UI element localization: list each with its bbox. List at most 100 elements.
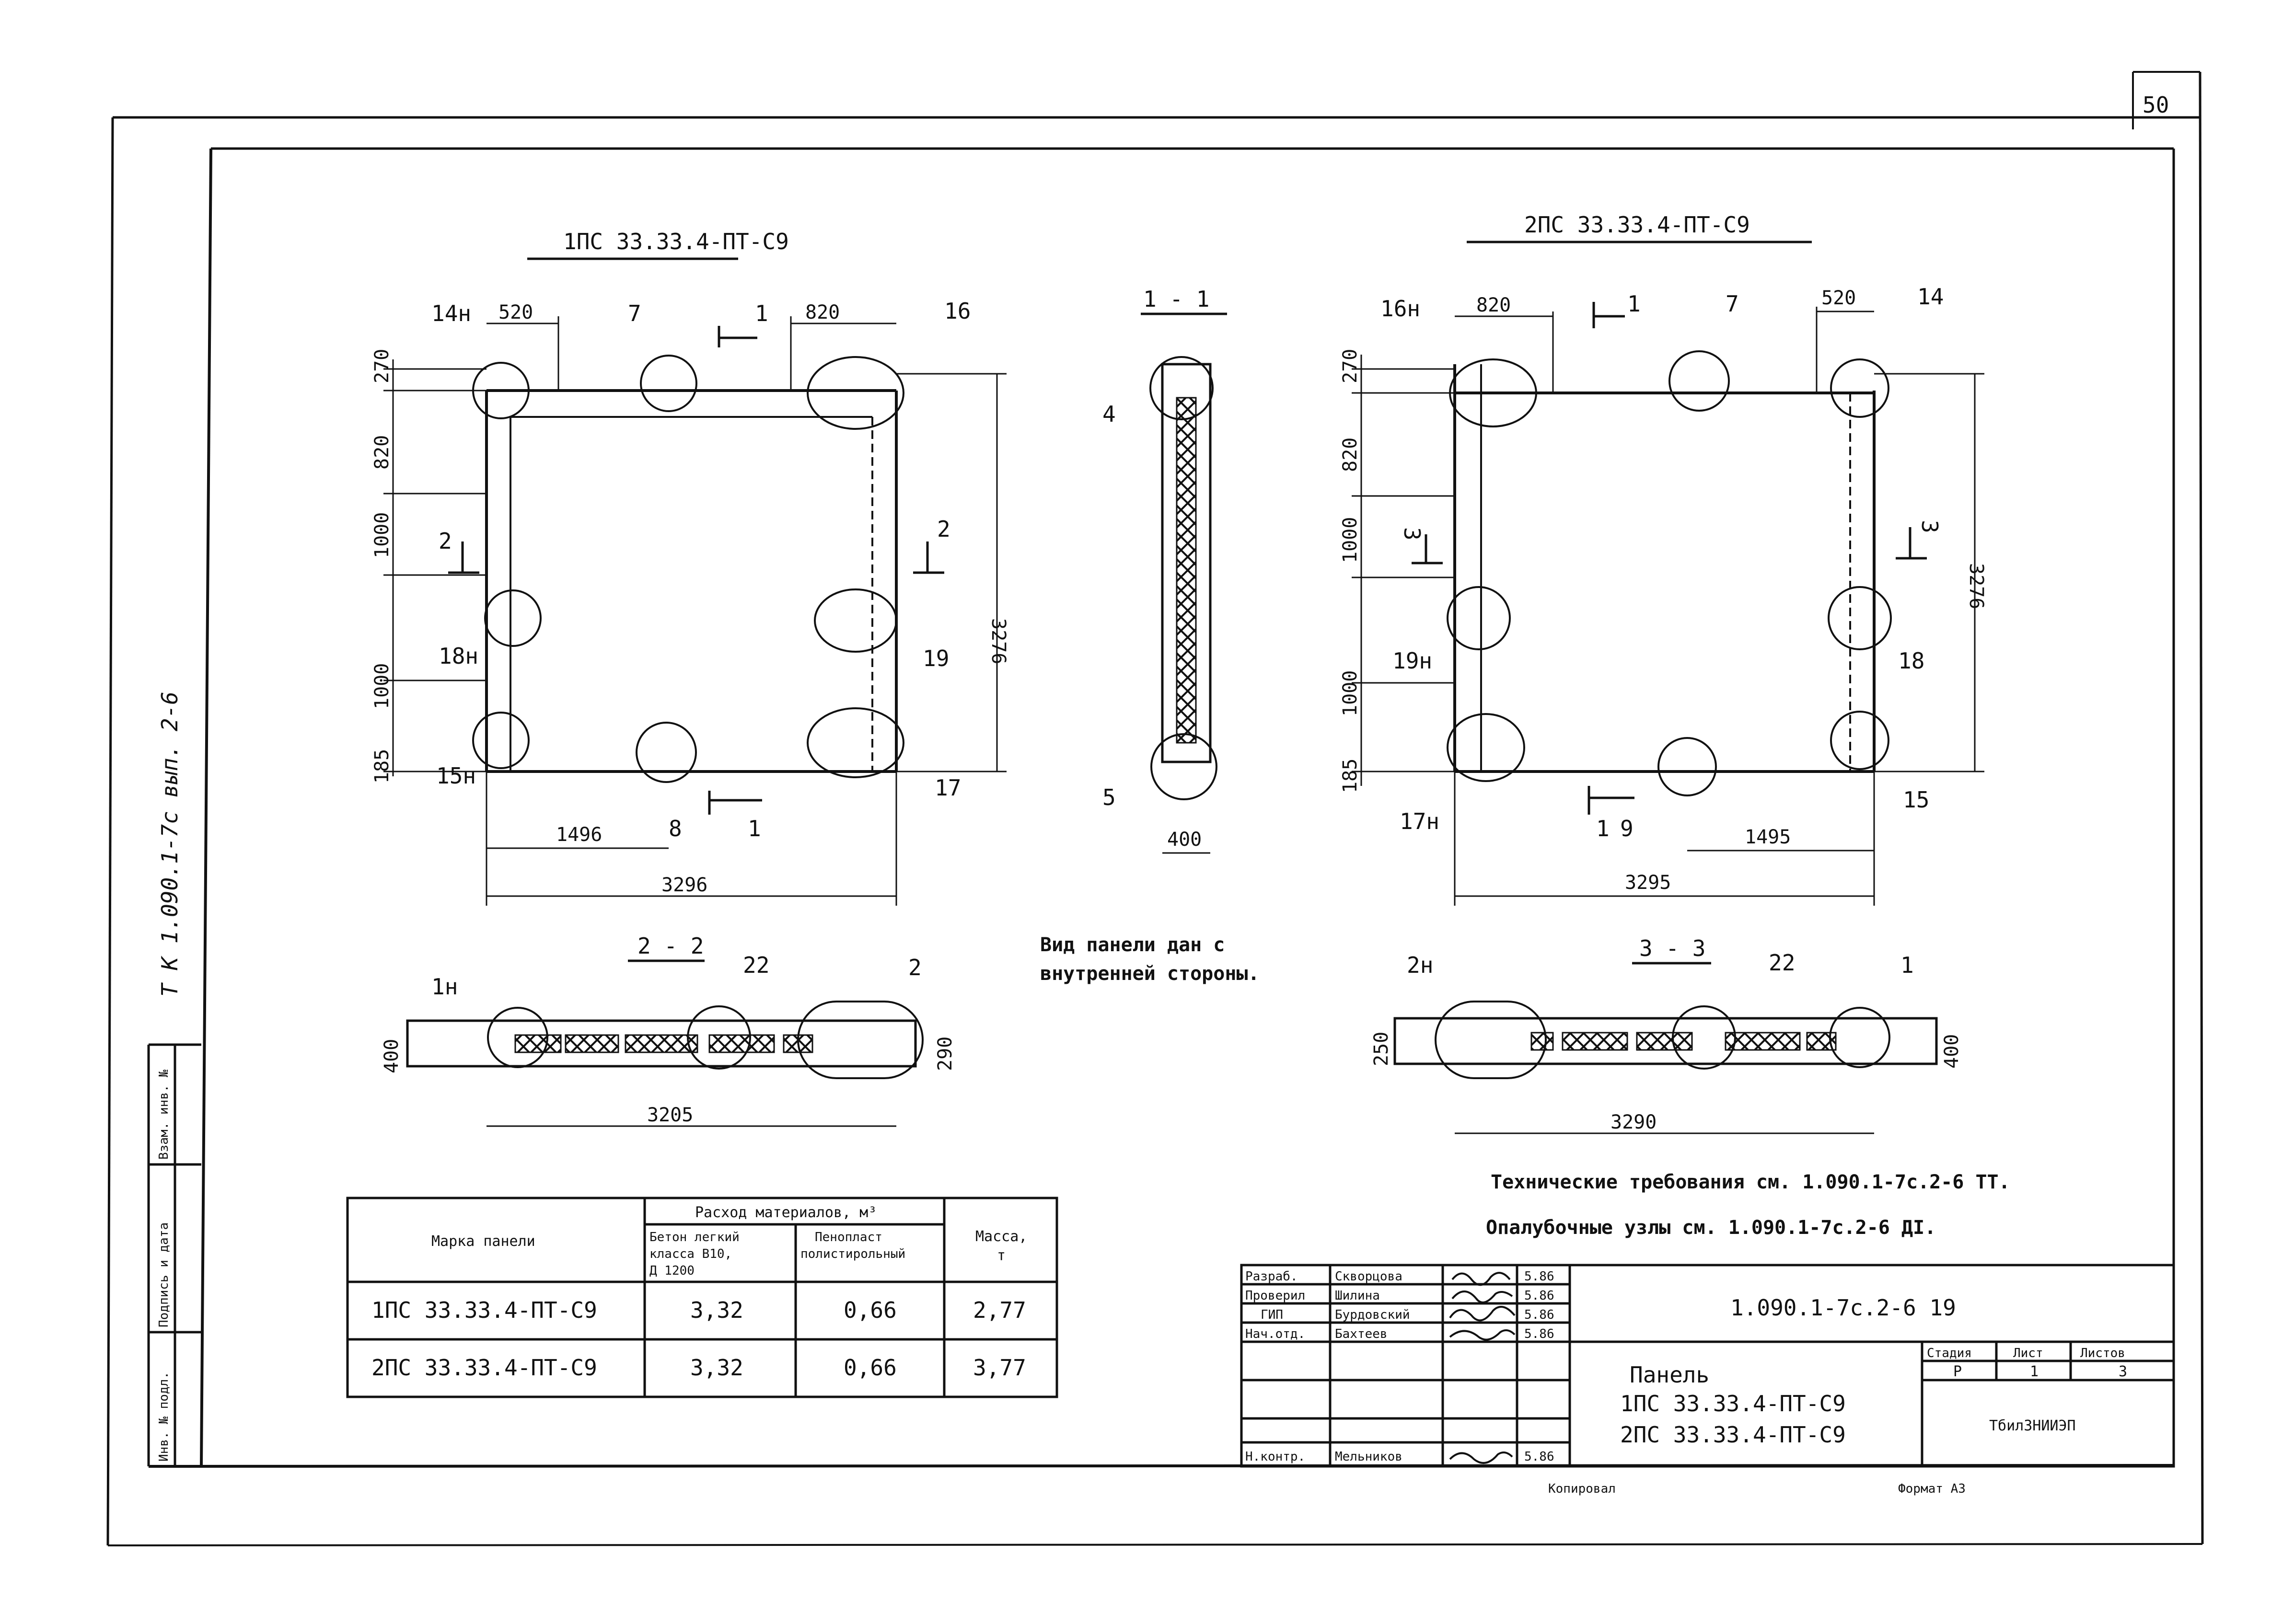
view-left-dim-left-0: 270	[371, 349, 393, 383]
view-left-section-arrows	[448, 326, 944, 815]
view-right-dim-bottom-0: 1495	[1745, 826, 1791, 848]
table-row: 2ПС 33.33.4-ПТ-С9 3,32 0,66 3,77	[371, 1355, 1026, 1381]
view-right-dim-top-1: 520	[1821, 287, 1856, 309]
section-3-3: 3 - 3 2н 22 1 250 400 3290	[1370, 935, 1963, 1134]
view-note-line-1: Вид панели дан с	[1040, 934, 1225, 956]
view-right-dim-left-0: 270	[1339, 349, 1361, 383]
side-stamp-columns	[147, 1043, 201, 1466]
view-left-nodes	[472, 355, 904, 783]
view-left-sec-3: 1	[748, 816, 761, 841]
view-right-sec-2: 3	[1917, 520, 1943, 533]
view-left-panel	[485, 389, 898, 773]
view-left-dim-left-3: 1000	[371, 663, 393, 709]
section-1-1-body	[1161, 363, 1212, 763]
view-left-dims	[383, 316, 1007, 906]
view-left-dim-top-0: 520	[498, 301, 533, 323]
table-cell-insulation: 0,66	[844, 1297, 897, 1323]
view-right-dim-left-3: 1000	[1339, 670, 1361, 716]
view-left-title: 1ПС 33.33.4-ПТ-С9	[563, 229, 789, 254]
table-header-mass-1: т	[997, 1247, 1006, 1264]
view-left-sec-0: 1	[755, 300, 768, 326]
view-left-node-7: 17	[935, 775, 961, 801]
view-left-dim-bottom-1: 3296	[661, 874, 707, 896]
view-left-dim-top-1: 820	[805, 301, 840, 323]
section-1-1-label-0: 4	[1102, 401, 1116, 427]
tb-name-1: Шилина	[1335, 1289, 1380, 1303]
tb-signatures	[1449, 1272, 1516, 1464]
view-left-dim-left-1: 820	[371, 435, 393, 470]
tb-role-2: ГИП	[1261, 1308, 1283, 1322]
section-3-3-dim-0: 250	[1370, 1032, 1392, 1066]
section-2-2-dim-2: 3205	[647, 1104, 693, 1126]
tb-stage: Р	[1953, 1363, 1962, 1380]
view-left: 1ПС 33.33.4-ПТ-С9	[371, 229, 1009, 906]
tb-role-1: Проверил	[1245, 1289, 1305, 1303]
section-1-1: 1 - 1 4 5 400	[1102, 286, 1227, 854]
tb-role-6: Н.контр.	[1245, 1450, 1305, 1464]
table-cell-mark: 2ПС 33.33.4-ПТ-С9	[371, 1355, 597, 1381]
tb-role-0: Разраб.	[1245, 1269, 1298, 1284]
section-2-2-label-2: 2	[908, 955, 922, 980]
page-number: 50	[2143, 92, 2169, 118]
tb-panel-name-1: 1ПС 33.33.4-ПТ-С9	[1620, 1391, 1846, 1417]
section-1-1-insulation	[1176, 397, 1197, 744]
tb-date-2: 5.86	[1524, 1308, 1554, 1322]
view-note-line-2: внутренней стороны.	[1040, 963, 1260, 985]
view-right-panel	[1453, 364, 1876, 773]
section-3-3-label-2: 1	[1900, 952, 1914, 978]
section-3-3-dim-2: 3290	[1610, 1111, 1657, 1133]
tb-role-3: Нач.отд.	[1245, 1327, 1305, 1341]
section-3-3-title: 3 - 3	[1639, 935, 1705, 961]
view-left-node-1: 7	[628, 300, 641, 326]
table-header-consumption: Расход материалов, м³	[695, 1204, 877, 1221]
tb-name-2: Бурдовский	[1335, 1308, 1410, 1322]
view-right-node-6: 9	[1620, 816, 1634, 841]
view-right-node-7: 15	[1903, 787, 1929, 813]
view-right-node-1: 7	[1726, 291, 1739, 317]
note-tech-requirements: Технические требования см. 1.090.1-7с.2-…	[1491, 1171, 2010, 1193]
view-left-node-2: 16	[944, 298, 971, 324]
view-right-dim-left-4: 185	[1339, 759, 1361, 793]
table-cell-concrete: 3,32	[690, 1355, 743, 1381]
tb-format: Формат А3	[1898, 1482, 1966, 1496]
view-right-node-3: 19н	[1392, 648, 1432, 674]
section-1-1-label-1: 5	[1102, 784, 1116, 810]
table-header-concrete-0: Бетон легкий	[649, 1230, 740, 1244]
table-cell-mass: 3,77	[973, 1355, 1026, 1381]
section-2-2-dim-0: 400	[381, 1039, 403, 1073]
table-row: 1ПС 33.33.4-ПТ-С9 3,32 0,66 2,77	[371, 1297, 1026, 1323]
view-right-node-4: 18	[1898, 648, 1924, 674]
tb-name-3: Бахтеев	[1335, 1327, 1388, 1341]
section-2-2-title: 2 - 2	[637, 933, 704, 959]
view-right-section-arrows	[1412, 302, 1927, 815]
title-block	[1240, 1264, 2175, 1468]
tb-stage-header: Стадия	[1927, 1346, 1972, 1360]
tb-sheets-header: Листов	[2080, 1346, 2125, 1360]
tb-name-6: Мельников	[1335, 1450, 1402, 1464]
materials-table	[346, 1197, 1058, 1398]
view-right-node-5: 17н	[1400, 808, 1439, 834]
view-left-sec-1: 2	[439, 528, 452, 554]
view-left-node-3: 18н	[439, 643, 478, 669]
tb-doc-code: 1.090.1-7с.2-6 19	[1730, 1295, 1956, 1321]
view-left-dim-left-2: 1000	[371, 512, 393, 558]
tb-org: ТбилЗНИИЭП	[1989, 1417, 2076, 1434]
view-right-dim-bottom-1: 3295	[1625, 872, 1671, 894]
view-left-node-5: 15н	[436, 763, 476, 789]
view-left-node-4: 19	[923, 645, 949, 671]
tb-copied: Копировал	[1548, 1482, 1616, 1496]
side-label-inv: Инв. № подл.	[157, 1371, 171, 1462]
section-3-3-body	[1393, 1017, 1938, 1065]
tb-date-1: 5.86	[1524, 1289, 1554, 1303]
view-right-node-0: 16н	[1380, 296, 1420, 322]
view-right-node-2: 14	[1917, 284, 1944, 310]
table-header-mark: Марка панели	[431, 1233, 535, 1250]
view-left-dim-bottom-0: 1496	[556, 824, 602, 846]
view-right-dim-right: 3276	[1965, 563, 1987, 609]
view-left-sec-2: 2	[937, 516, 950, 542]
tb-date-3: 5.86	[1524, 1327, 1554, 1341]
tb-name-0: Скворцова	[1335, 1269, 1402, 1284]
tb-panel-name-2: 2ПС 33.33.4-ПТ-С9	[1620, 1422, 1846, 1448]
table-header-concrete-2: Д 1200	[649, 1264, 695, 1278]
